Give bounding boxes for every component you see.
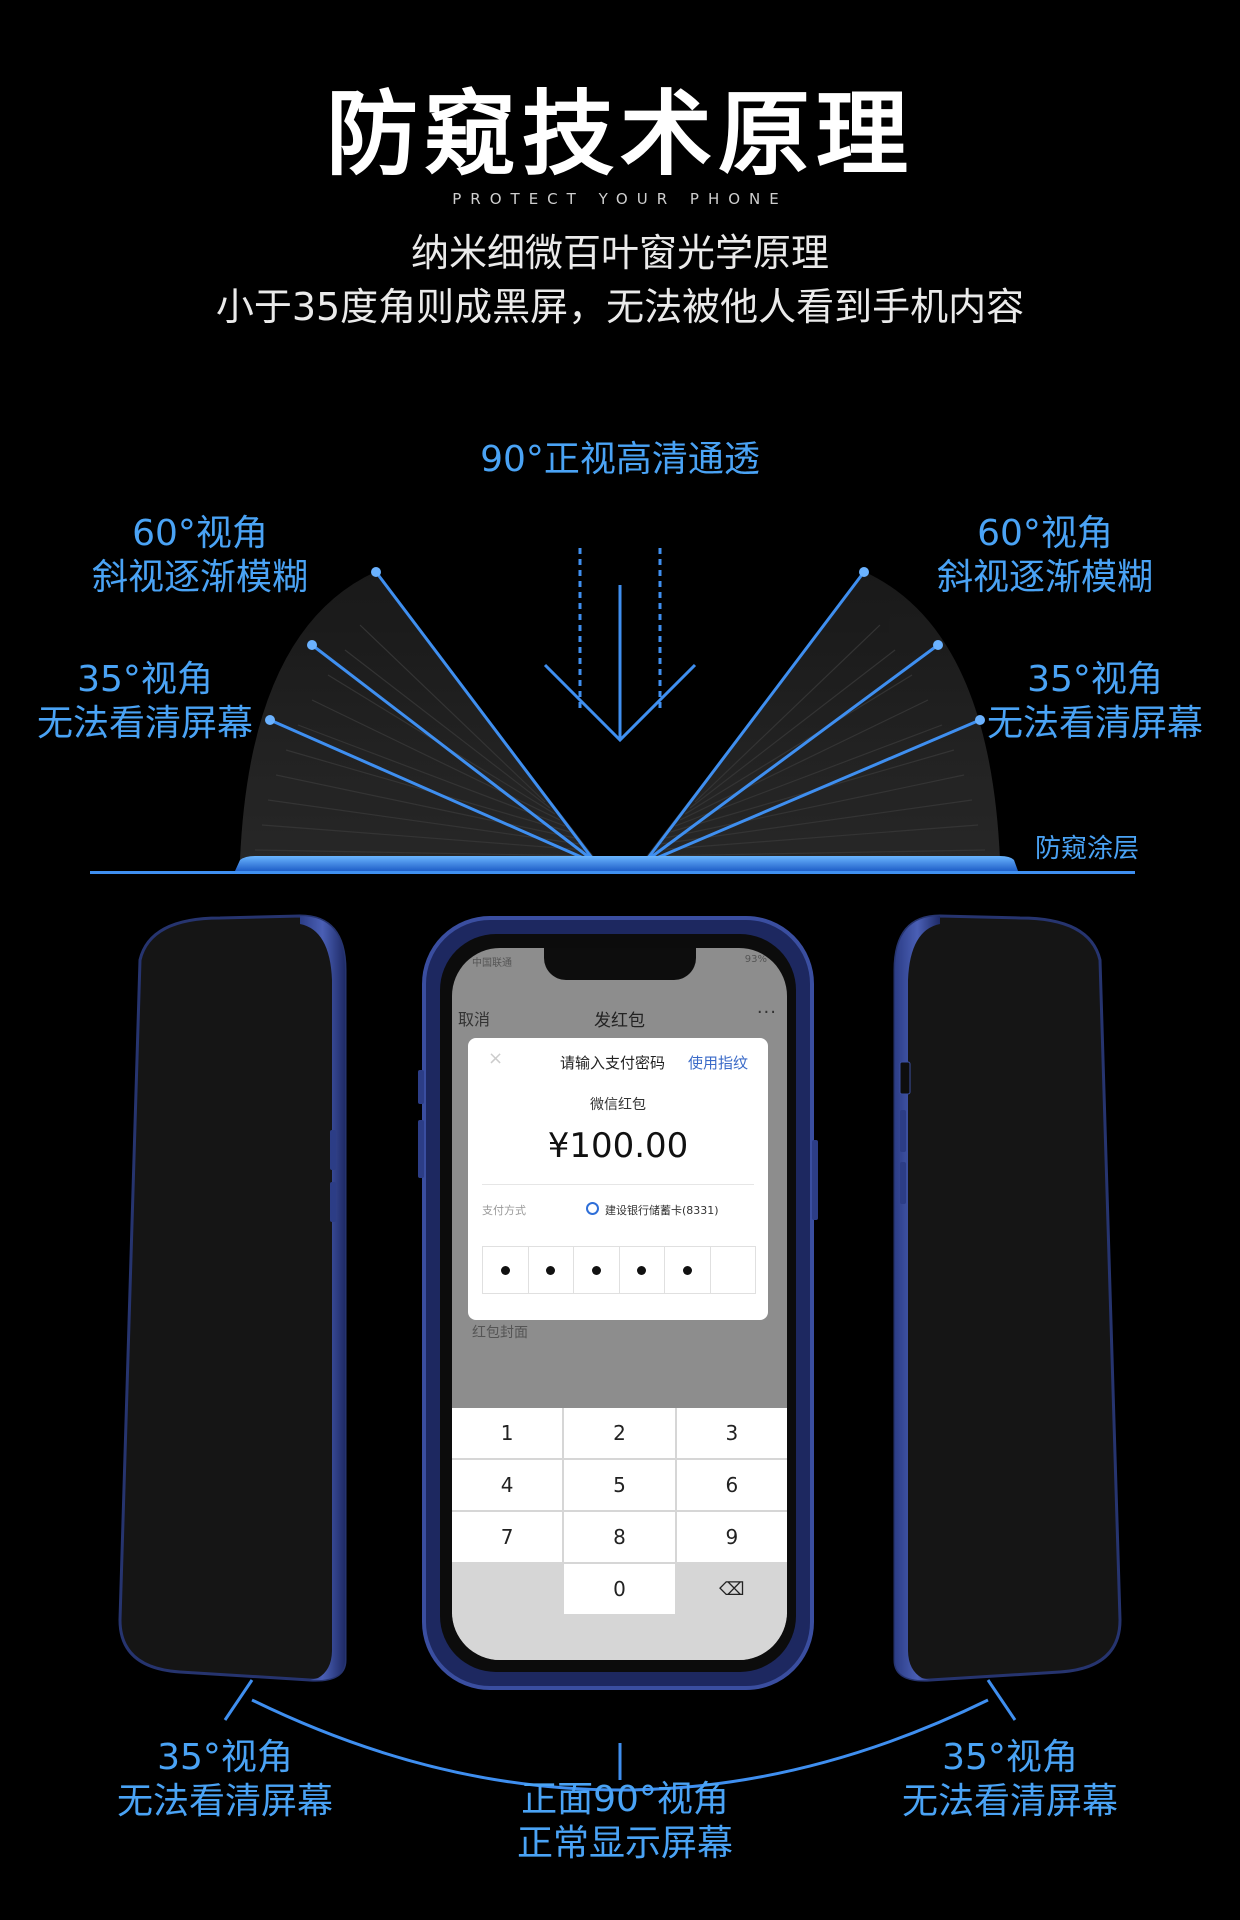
payment-dialog: × 请输入支付密码 使用指纹 微信红包 ¥100.00 支付方式 建设银行储蓄卡… (468, 1038, 768, 1320)
cancel-button[interactable]: 取消 (458, 1010, 491, 1029)
pin-dot (591, 1265, 601, 1275)
pin-dot (637, 1265, 647, 1275)
bottom-center-line1: 正面90°视角 (521, 1779, 729, 1820)
battery-text: 93% (744, 954, 767, 965)
close-icon[interactable]: × (488, 1048, 504, 1069)
pin-dot (546, 1265, 556, 1275)
pin-dot (500, 1265, 510, 1275)
front-arrow (543, 548, 697, 743)
empty-key (452, 1564, 563, 1614)
viewing-angle-diagram (90, 548, 1135, 874)
tagline: PROTECT YOUR PHONE (452, 190, 788, 208)
key-5[interactable]: 5 (564, 1460, 675, 1510)
bank-icon (586, 1202, 599, 1215)
label-left-35-line2: 无法看清屏幕 (36, 703, 253, 744)
use-fingerprint-link[interactable]: 使用指纹 (688, 1054, 749, 1072)
key-2[interactable]: 2 (564, 1408, 675, 1458)
pin-cell (574, 1247, 620, 1293)
left-fan (240, 572, 595, 860)
label-right-60-line1: 60°视角 (977, 513, 1113, 554)
payment-method-label: 支付方式 (482, 1204, 526, 1217)
label-left-60-line1: 60°视角 (132, 513, 268, 554)
divider (482, 1184, 754, 1185)
key-0[interactable]: 0 (564, 1564, 675, 1614)
nav-title: 发红包 (594, 1011, 645, 1031)
payment-amount: ¥100.00 (547, 1126, 689, 1166)
pin-cell (711, 1247, 756, 1293)
key-7[interactable]: 7 (452, 1512, 563, 1562)
bottom-right-line1: 35°视角 (942, 1737, 1078, 1778)
left-phone-dark (118, 914, 347, 1682)
bottom-arc (223, 1679, 1017, 1792)
page-title: 防窥技术原理 (325, 81, 914, 188)
key-6[interactable]: 6 (676, 1460, 787, 1510)
carrier-text: 中国联通 (472, 958, 512, 969)
payment-card[interactable]: 建设银行储蓄卡(8331) (586, 1202, 719, 1218)
coating-label: 防窥涂层 (1035, 834, 1140, 864)
key-3[interactable]: 3 (676, 1408, 787, 1458)
password-prompt: 请输入支付密码 (560, 1054, 666, 1072)
label-right-60-line2: 斜视逐渐模糊 (936, 557, 1153, 598)
bottom-right-line2: 无法看清屏幕 (901, 1781, 1118, 1822)
center-phone-screen: 中国联通 93% 取消 发红包 ··· × 请输入支付密码 使用指纹 微信红包 … (452, 948, 787, 1660)
pin-cell (665, 1247, 711, 1293)
bottom-left-line1: 35°视角 (157, 1737, 293, 1778)
delete-key[interactable]: ⌫ (676, 1564, 787, 1614)
label-left-35: 35°视角 无法看清屏幕 (10, 658, 280, 746)
pin-cell (529, 1247, 574, 1293)
notch (544, 948, 696, 980)
angle-rays (269, 571, 981, 862)
subtitle-line-2: 小于35度角则成黑屏，无法被他人看到手机内容 (215, 285, 1025, 329)
bottom-center-label: 正面90°视角 正常显示屏幕 (480, 1778, 770, 1866)
label-right-60: 60°视角 斜视逐渐模糊 (905, 512, 1185, 600)
red-packet-cover-row: 红包封面 (472, 1325, 528, 1341)
pin-cell (483, 1247, 529, 1293)
label-right-35: 35°视角 无法看清屏幕 (960, 658, 1230, 746)
key-9[interactable]: 9 (676, 1512, 787, 1562)
more-button[interactable]: ··· (756, 1002, 777, 1023)
nav-bar: 取消 发红包 ··· (452, 1000, 787, 1031)
bottom-right-label: 35°视角 无法看清屏幕 (875, 1736, 1145, 1824)
card-text: 建设银行储蓄卡(8331) (605, 1204, 719, 1217)
label-right-35-line1: 35°视角 (1027, 659, 1163, 700)
label-left-60-line2: 斜视逐渐模糊 (91, 557, 308, 598)
pin-cell (620, 1247, 665, 1293)
pin-dot (682, 1265, 692, 1275)
bottom-left-label: 35°视角 无法看清屏幕 (90, 1736, 360, 1824)
status-bar: 中国联通 93% (472, 954, 767, 974)
right-phone-dark (893, 914, 1122, 1682)
subtitle-line-1: 纳米细微百叶窗光学原理 (410, 231, 829, 275)
bottom-left-line2: 无法看清屏幕 (116, 1781, 333, 1822)
label-left-35-line1: 35°视角 (77, 659, 213, 700)
key-8[interactable]: 8 (564, 1512, 675, 1562)
bottom-center-line2: 正常显示屏幕 (516, 1823, 733, 1864)
label-90-front: 90°正视高清通透 (480, 439, 760, 480)
label-right-35-line2: 无法看清屏幕 (986, 703, 1203, 744)
coating-layer (235, 856, 1018, 871)
pin-input[interactable] (482, 1246, 756, 1294)
payment-name: 微信红包 (590, 1097, 646, 1113)
key-1[interactable]: 1 (452, 1408, 563, 1458)
coating-baseline (90, 871, 1135, 874)
key-4[interactable]: 4 (452, 1460, 563, 1510)
right-fan (645, 572, 1000, 860)
ray-endpoints (265, 567, 985, 725)
label-left-60: 60°视角 斜视逐渐模糊 (60, 512, 340, 600)
